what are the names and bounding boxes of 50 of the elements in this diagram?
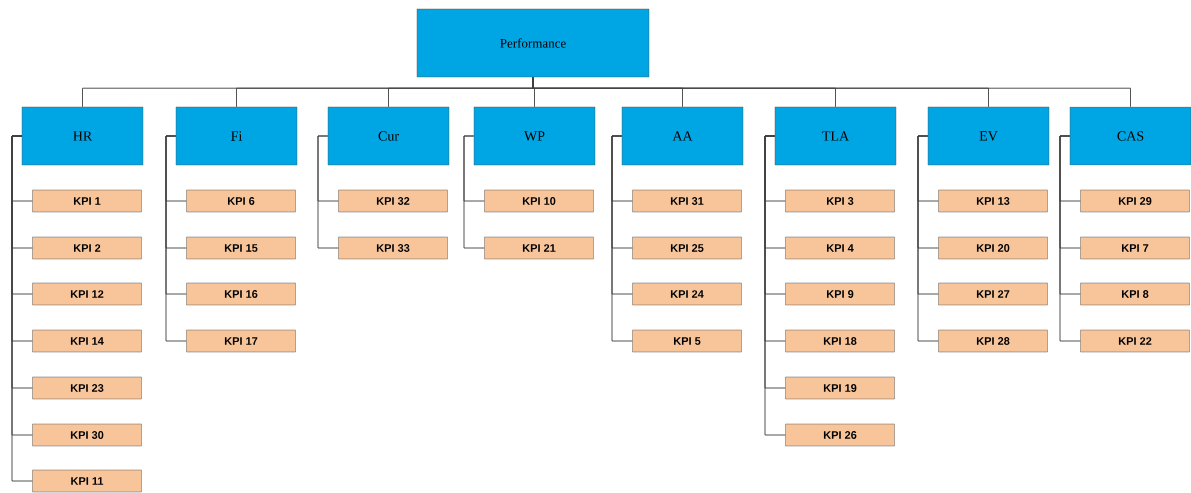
kpi-box: KPI 25: [632, 236, 742, 260]
kpi-box: KPI 3: [785, 189, 895, 213]
kpi-box: KPI 27: [938, 282, 1048, 306]
kpi-box: KPI 13: [938, 189, 1048, 213]
category-box: Cur: [327, 106, 450, 166]
kpi-box: KPI 23: [32, 376, 142, 400]
kpi-box: KPI 8: [1080, 282, 1190, 306]
kpi-box: KPI 19: [785, 376, 895, 400]
category-box: AA: [621, 106, 744, 166]
kpi-box: KPI 30: [32, 423, 142, 447]
connector-line: [764, 135, 786, 436]
connector-line: [317, 135, 339, 249]
kpi-box: KPI 22: [1080, 329, 1190, 353]
kpi-box: KPI 16: [186, 282, 296, 306]
kpi-box: KPI 26: [785, 423, 895, 447]
category-box: EV: [927, 106, 1050, 166]
kpi-box: KPI 12: [32, 282, 142, 306]
connector-line: [165, 135, 187, 342]
kpi-box: KPI 18: [785, 329, 895, 353]
kpi-box: KPI 21: [484, 236, 594, 260]
kpi-box: KPI 20: [938, 236, 1048, 260]
connector-line: [532, 76, 1131, 108]
kpi-box: KPI 5: [632, 329, 742, 353]
kpi-box: KPI 28: [938, 329, 1048, 353]
category-box: WP: [473, 106, 596, 166]
kpi-box: KPI 2: [32, 236, 142, 260]
kpi-box: KPI 31: [632, 189, 742, 213]
kpi-box: KPI 11: [32, 469, 142, 493]
kpi-box: KPI 7: [1080, 236, 1190, 260]
connector-line: [917, 135, 939, 342]
kpi-box: KPI 17: [186, 329, 296, 353]
root-box: Performance: [416, 8, 650, 78]
connector-line: [463, 135, 485, 249]
kpi-box: KPI 14: [32, 329, 142, 353]
kpi-box: KPI 33: [338, 236, 448, 260]
kpi-box: KPI 15: [186, 236, 296, 260]
category-box: CAS: [1069, 106, 1191, 166]
connector-line: [611, 135, 633, 342]
category-box: Fi: [175, 106, 298, 166]
kpi-box: KPI 29: [1080, 189, 1190, 213]
kpi-box: KPI 1: [32, 189, 142, 213]
category-box: HR: [21, 106, 144, 166]
kpi-box: KPI 6: [186, 189, 296, 213]
kpi-box: KPI 9: [785, 282, 895, 306]
kpi-box: KPI 24: [632, 282, 742, 306]
kpi-box: KPI 4: [785, 236, 895, 260]
kpi-box: KPI 32: [338, 189, 448, 213]
kpi-box: KPI 10: [484, 189, 594, 213]
connector-line: [1059, 135, 1081, 342]
category-box: TLA: [774, 106, 897, 166]
